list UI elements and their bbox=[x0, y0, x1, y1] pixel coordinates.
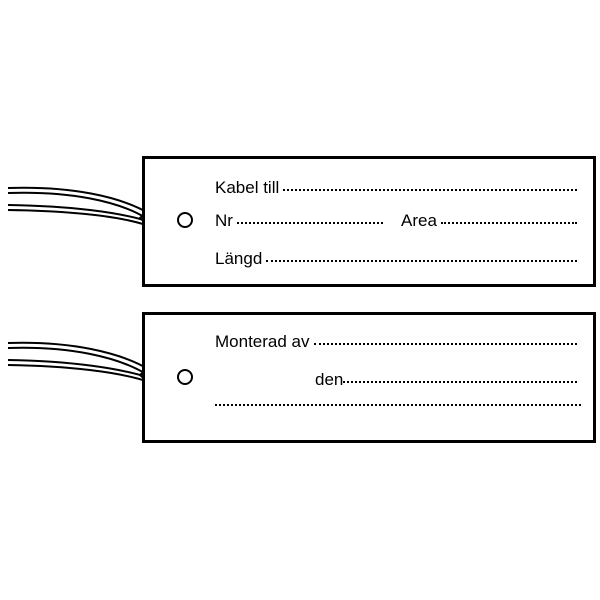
cable-tag-bottom: Monterad av den bbox=[142, 312, 596, 443]
mounted-by-label: Monterad av bbox=[215, 332, 310, 351]
area-label: Area bbox=[401, 211, 437, 230]
notes-field[interactable] bbox=[215, 404, 581, 408]
area-line bbox=[440, 222, 577, 224]
cable-to-label: Kabel till bbox=[215, 178, 280, 197]
length-field[interactable]: Längd bbox=[215, 249, 577, 269]
mounted-by-field[interactable]: Monterad av bbox=[215, 332, 577, 352]
eyelet-hole bbox=[177, 212, 193, 228]
area-field[interactable]: Area bbox=[401, 211, 577, 231]
nr-field[interactable]: Nr bbox=[215, 211, 383, 231]
date-line bbox=[343, 381, 577, 383]
mounted-by-line bbox=[313, 343, 577, 345]
cable-tag-top: Kabel till Nr Area Längd bbox=[142, 156, 596, 287]
date-field[interactable]: den bbox=[315, 370, 577, 390]
date-label: den bbox=[315, 370, 344, 389]
nr-label: Nr bbox=[215, 211, 233, 230]
cable-to-line bbox=[283, 189, 577, 191]
notes-line bbox=[215, 404, 581, 406]
length-label: Längd bbox=[215, 249, 263, 268]
length-line bbox=[266, 260, 577, 262]
nr-line bbox=[236, 222, 383, 224]
cable-to-field[interactable]: Kabel till bbox=[215, 178, 577, 198]
eyelet-hole bbox=[177, 369, 193, 385]
